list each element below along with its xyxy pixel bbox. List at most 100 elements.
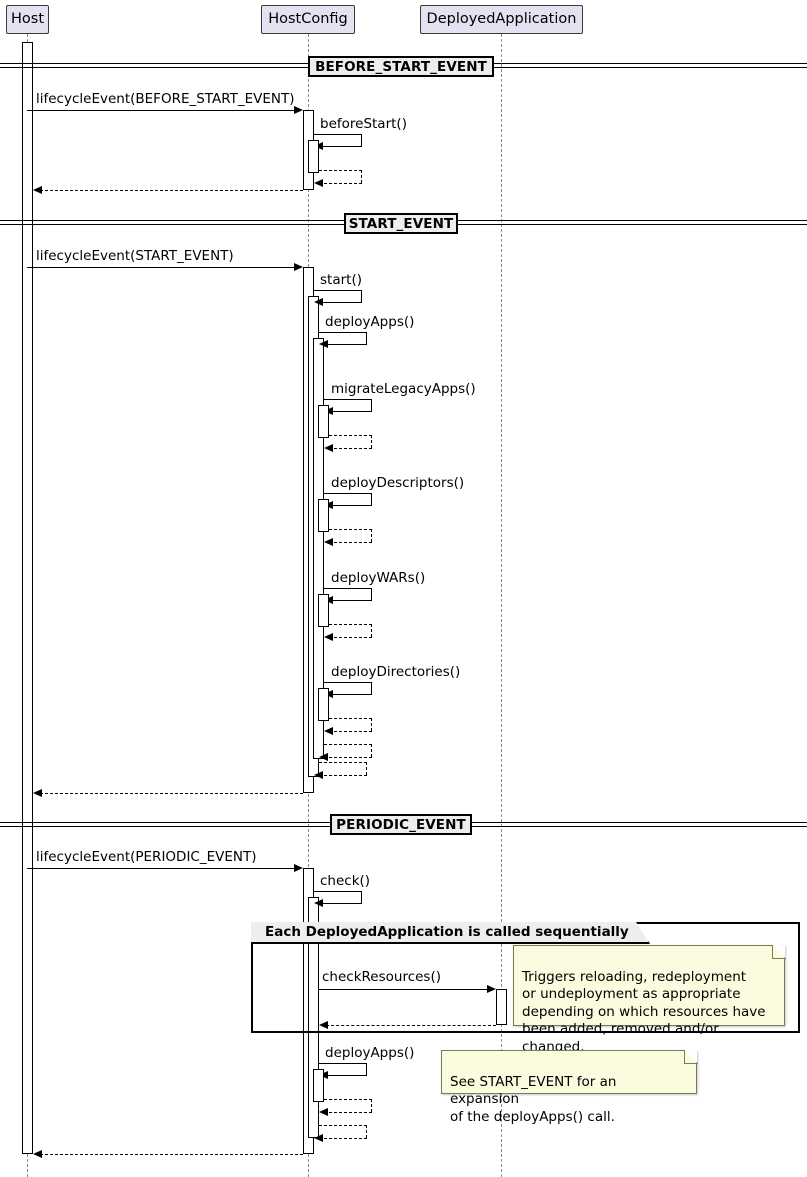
note-check-resources: Triggers reloading, redeployment or unde… bbox=[513, 945, 785, 1055]
note-deploy-apps: See START_EVENT for an expansion of the … bbox=[441, 1050, 697, 1125]
activation-hostconfig-l2-before-start bbox=[308, 140, 319, 173]
label-deploy-directories: deployDirectories() bbox=[331, 664, 461, 680]
note-check-resources-text: Triggers reloading, redeployment or unde… bbox=[522, 968, 766, 1055]
retline-deploy-apps-periodic-top bbox=[324, 1099, 372, 1100]
label-lifecycle-start: lifecycleEvent(START_EVENT) bbox=[36, 248, 234, 264]
retline-check-bottom bbox=[319, 1138, 367, 1139]
retline-descriptors-bottom bbox=[329, 542, 372, 543]
participant-host[interactable]: Host bbox=[6, 5, 49, 34]
selfline-directories-right bbox=[371, 682, 372, 694]
arrowhead-return-check-resources bbox=[319, 1020, 328, 1029]
selfline-deploy-apps-periodic-right bbox=[366, 1063, 367, 1075]
label-deploy-apps: deployApps() bbox=[325, 314, 415, 330]
arrowhead-return-lifecycle-before-start bbox=[33, 185, 42, 194]
selfline-start-right bbox=[361, 290, 362, 302]
note-deploy-apps-fold bbox=[684, 1050, 698, 1064]
selfline-wars-right bbox=[371, 588, 372, 600]
divider-start-label: START_EVENT bbox=[348, 215, 454, 232]
selfline-before-start-top bbox=[314, 134, 362, 135]
retline-wars-right bbox=[371, 624, 372, 637]
selfline-deploy-apps-bottom bbox=[324, 344, 367, 345]
selfline-check-bottom bbox=[319, 903, 362, 904]
selfline-directories-bottom bbox=[329, 694, 372, 695]
divider-periodic: PERIODIC_EVENT bbox=[330, 814, 472, 835]
participant-deployedapplication[interactable]: DeployedApplication bbox=[420, 5, 583, 34]
participant-hostconfig[interactable]: HostConfig bbox=[261, 5, 355, 34]
activation-host bbox=[22, 42, 33, 1154]
selfline-deploy-apps-right bbox=[366, 332, 367, 344]
selfline-deploy-apps-periodic-top bbox=[319, 1063, 367, 1064]
retline-check-right bbox=[366, 1125, 367, 1138]
retline-wars-bottom bbox=[329, 637, 372, 638]
label-lifecycle-before-start: lifecycleEvent(BEFORE_START_EVENT) bbox=[36, 91, 295, 107]
retline-check-top bbox=[319, 1125, 367, 1126]
label-check: check() bbox=[320, 873, 371, 889]
activation-deployedapplication-check-resources bbox=[496, 989, 507, 1025]
arrowhead-return-lifecycle-periodic bbox=[33, 1149, 42, 1158]
retline-check-resources bbox=[326, 1025, 496, 1026]
selfline-wars-bottom bbox=[329, 600, 372, 601]
selfline-start-bottom bbox=[319, 302, 362, 303]
retline-start-top bbox=[319, 762, 367, 763]
arrowhead-deploy-apps bbox=[319, 339, 328, 348]
arrowhead-return-directories bbox=[324, 726, 333, 735]
arrowhead-check bbox=[314, 898, 323, 907]
activation-hostconfig-l2-periodic bbox=[308, 897, 319, 1138]
retline-deploy-apps-right bbox=[371, 744, 372, 757]
arrowhead-check-resources bbox=[487, 984, 496, 993]
retline-before-start-right bbox=[361, 170, 362, 183]
selfline-before-start-right bbox=[361, 134, 362, 146]
selfline-descriptors-top bbox=[324, 493, 372, 494]
selfline-descriptors-right bbox=[371, 493, 372, 505]
arrowhead-return-deploy-apps bbox=[319, 752, 328, 761]
participant-deployedapplication-label: DeployedApplication bbox=[426, 11, 577, 28]
participant-host-label: Host bbox=[10, 11, 44, 28]
selfline-deploy-apps-periodic-bottom bbox=[324, 1075, 367, 1076]
label-deploy-apps-periodic: deployApps() bbox=[325, 1045, 415, 1061]
retline-lifecycle-before-start bbox=[40, 190, 303, 191]
retline-descriptors-right bbox=[371, 529, 372, 542]
label-before-start: beforeStart() bbox=[320, 116, 407, 132]
msgline-check-resources bbox=[319, 989, 491, 990]
retline-directories-right bbox=[371, 718, 372, 731]
retline-migrate-top bbox=[329, 435, 372, 436]
note-check-resources-fold bbox=[772, 945, 786, 959]
selfline-check-top bbox=[314, 891, 362, 892]
retline-lifecycle-periodic bbox=[40, 1154, 303, 1155]
selfline-wars-top bbox=[324, 588, 372, 589]
participant-hostconfig-label: HostConfig bbox=[268, 11, 348, 28]
selfline-directories-top bbox=[324, 682, 372, 683]
note-deploy-apps-text: See START_EVENT for an expansion of the … bbox=[450, 1073, 617, 1125]
label-check-resources: checkResources() bbox=[322, 969, 442, 985]
retline-before-start-bottom bbox=[319, 183, 362, 184]
retline-start-bottom bbox=[319, 775, 367, 776]
loop-frame-header: Each DeployedApplication is called seque… bbox=[251, 922, 650, 944]
retline-deploy-apps-bottom bbox=[324, 757, 372, 758]
arrowhead-start bbox=[314, 297, 323, 306]
loop-frame-label: Each DeployedApplication is called seque… bbox=[265, 924, 629, 940]
retline-deploy-apps-periodic-bottom bbox=[324, 1112, 372, 1113]
label-deploy-descriptors: deployDescriptors() bbox=[331, 475, 465, 491]
arrowhead-lifecycle-periodic bbox=[294, 863, 303, 872]
activation-hostconfig-l3-periodic bbox=[313, 1069, 324, 1102]
arrowhead-return-deploy-apps-periodic bbox=[319, 1107, 328, 1116]
arrowhead-lifecycle-start bbox=[294, 262, 303, 271]
arrowhead-return-check bbox=[314, 1133, 323, 1142]
arrowhead-return-wars bbox=[324, 632, 333, 641]
activation-hostconfig-l4-directories bbox=[318, 688, 329, 721]
retline-migrate-right bbox=[371, 435, 372, 448]
arrowhead-return-migrate bbox=[324, 443, 333, 452]
retline-deploy-apps-top bbox=[324, 744, 372, 745]
divider-before-start: BEFORE_START_EVENT bbox=[308, 56, 494, 77]
arrowhead-return-start bbox=[314, 770, 323, 779]
divider-start: START_EVENT bbox=[344, 213, 458, 234]
selfline-start-top bbox=[314, 290, 362, 291]
selfline-descriptors-bottom bbox=[329, 505, 372, 506]
selfline-deploy-apps-top bbox=[319, 332, 367, 333]
activation-hostconfig-l4-descriptors bbox=[318, 499, 329, 532]
arrowhead-return-descriptors bbox=[324, 537, 333, 546]
selfline-before-start-bottom bbox=[319, 146, 362, 147]
activation-hostconfig-l4-migrate bbox=[318, 405, 329, 438]
retline-before-start-top bbox=[319, 170, 362, 171]
